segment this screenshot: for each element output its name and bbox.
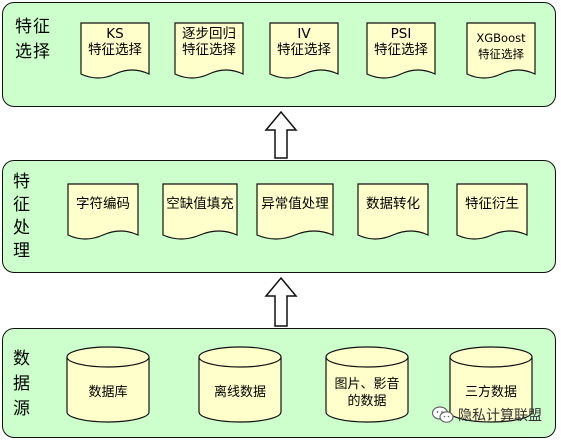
- doc-label: 数据转化: [366, 196, 420, 212]
- doc-line2: 特征选择: [478, 47, 524, 61]
- database-cylinder: 数据库: [66, 346, 150, 424]
- doc-line1: PSI: [390, 26, 412, 42]
- media-data-cylinder: 图片、影音 的数据: [325, 346, 409, 424]
- cyl-line1: 数据库: [88, 385, 128, 400]
- missing-fill-doc: 空缺值填充: [162, 183, 238, 241]
- doc-line2: 特征选择: [277, 42, 331, 58]
- stepwise-selection-doc: 逐步回归 特征选择: [174, 22, 244, 80]
- offline-data-cylinder: 离线数据: [198, 346, 282, 424]
- doc-line1: IV: [297, 26, 311, 42]
- watermark: 隐私计算联盟: [432, 405, 542, 425]
- cyl-line1: 三方数据: [464, 385, 517, 400]
- doc-label: 空缺值填充: [166, 196, 234, 212]
- doc-label: 特征衍生: [465, 196, 519, 212]
- ks-selection-doc: KS 特征选择: [80, 22, 150, 80]
- feature-derivation-doc: 特征衍生: [456, 183, 528, 241]
- doc-line2: 特征选择: [182, 42, 236, 58]
- char-encoding-doc: 字符编码: [67, 183, 139, 241]
- feature-selection-label: 特征 选择: [15, 17, 51, 62]
- data-source-label: 数 据 源: [13, 349, 31, 419]
- doc-line1: KS: [106, 26, 124, 42]
- third-party-data-cylinder: 三方数据: [449, 346, 533, 424]
- up-arrow-icon: [264, 110, 298, 159]
- outlier-handling-doc: 异常值处理: [256, 183, 334, 241]
- doc-line2: 特征选择: [88, 42, 142, 58]
- xgboost-selection-doc: XGBoost 特征选择: [466, 22, 536, 80]
- cyl-line1: 离线数据: [213, 385, 266, 400]
- wechat-icon: [432, 406, 454, 423]
- iv-selection-doc: IV 特征选择: [269, 22, 339, 80]
- doc-line2: 特征选择: [374, 42, 428, 58]
- up-arrow-icon: [264, 276, 298, 327]
- cyl-line1: 图片、影音: [334, 377, 400, 392]
- doc-line1: XGBoost: [476, 31, 526, 45]
- data-transform-doc: 数据转化: [357, 183, 429, 241]
- feature-processing-label: 特 征 处 理: [13, 172, 31, 261]
- doc-label: 字符编码: [76, 196, 130, 212]
- cyl-line2: 的数据: [347, 394, 387, 409]
- watermark-text: 隐私计算联盟: [458, 408, 542, 424]
- psi-selection-doc: PSI 特征选择: [366, 22, 436, 80]
- doc-label: 异常值处理: [261, 196, 329, 212]
- doc-line1: 逐步回归: [182, 26, 236, 42]
